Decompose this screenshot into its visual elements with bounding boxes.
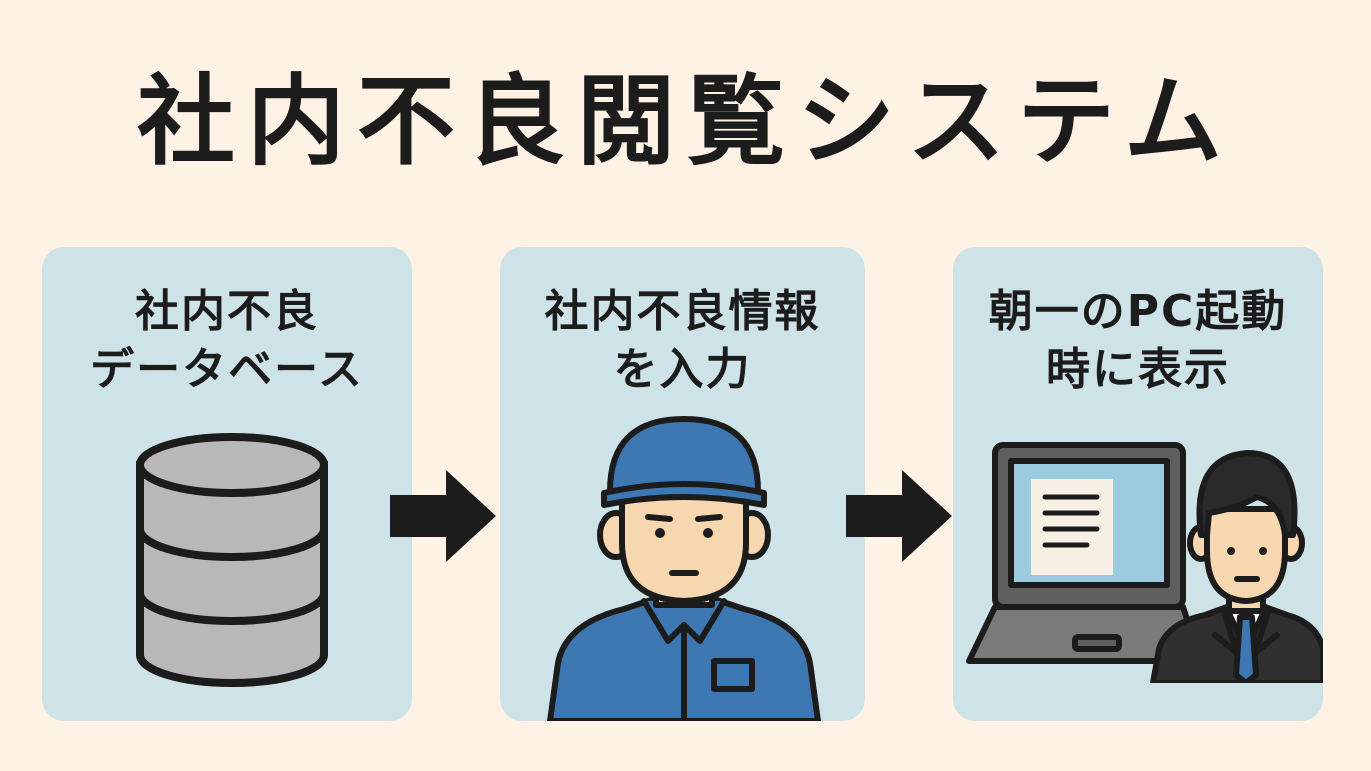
step-label: 社内不良 データベース	[42, 283, 412, 399]
step-panel-input: 社内不良情報 を入力	[500, 247, 865, 721]
right-arrow-icon	[390, 470, 496, 562]
step-label-line1: 社内不良情報	[544, 286, 821, 337]
laptop-and-office-worker-icon	[966, 442, 1323, 683]
step-label-line1: 朝一のPC起動	[988, 286, 1288, 337]
step-panel-display: 朝一のPC起動 時に表示	[953, 247, 1323, 721]
database-icon	[136, 433, 328, 687]
step-label-line2: データベース	[90, 344, 364, 395]
step-panel-database: 社内不良 データベース	[42, 247, 412, 721]
page-title: 社内不良閲覧システム	[136, 65, 1235, 179]
right-arrow-icon	[846, 470, 952, 562]
step-label: 朝一のPC起動 時に表示	[953, 283, 1323, 399]
step-label-line2: 時に表示	[1046, 344, 1230, 395]
step-label: 社内不良情報 を入力	[500, 283, 865, 399]
worker-icon	[547, 416, 821, 721]
step-label-line2: を入力	[613, 344, 752, 395]
step-label-line1: 社内不良	[135, 286, 319, 337]
